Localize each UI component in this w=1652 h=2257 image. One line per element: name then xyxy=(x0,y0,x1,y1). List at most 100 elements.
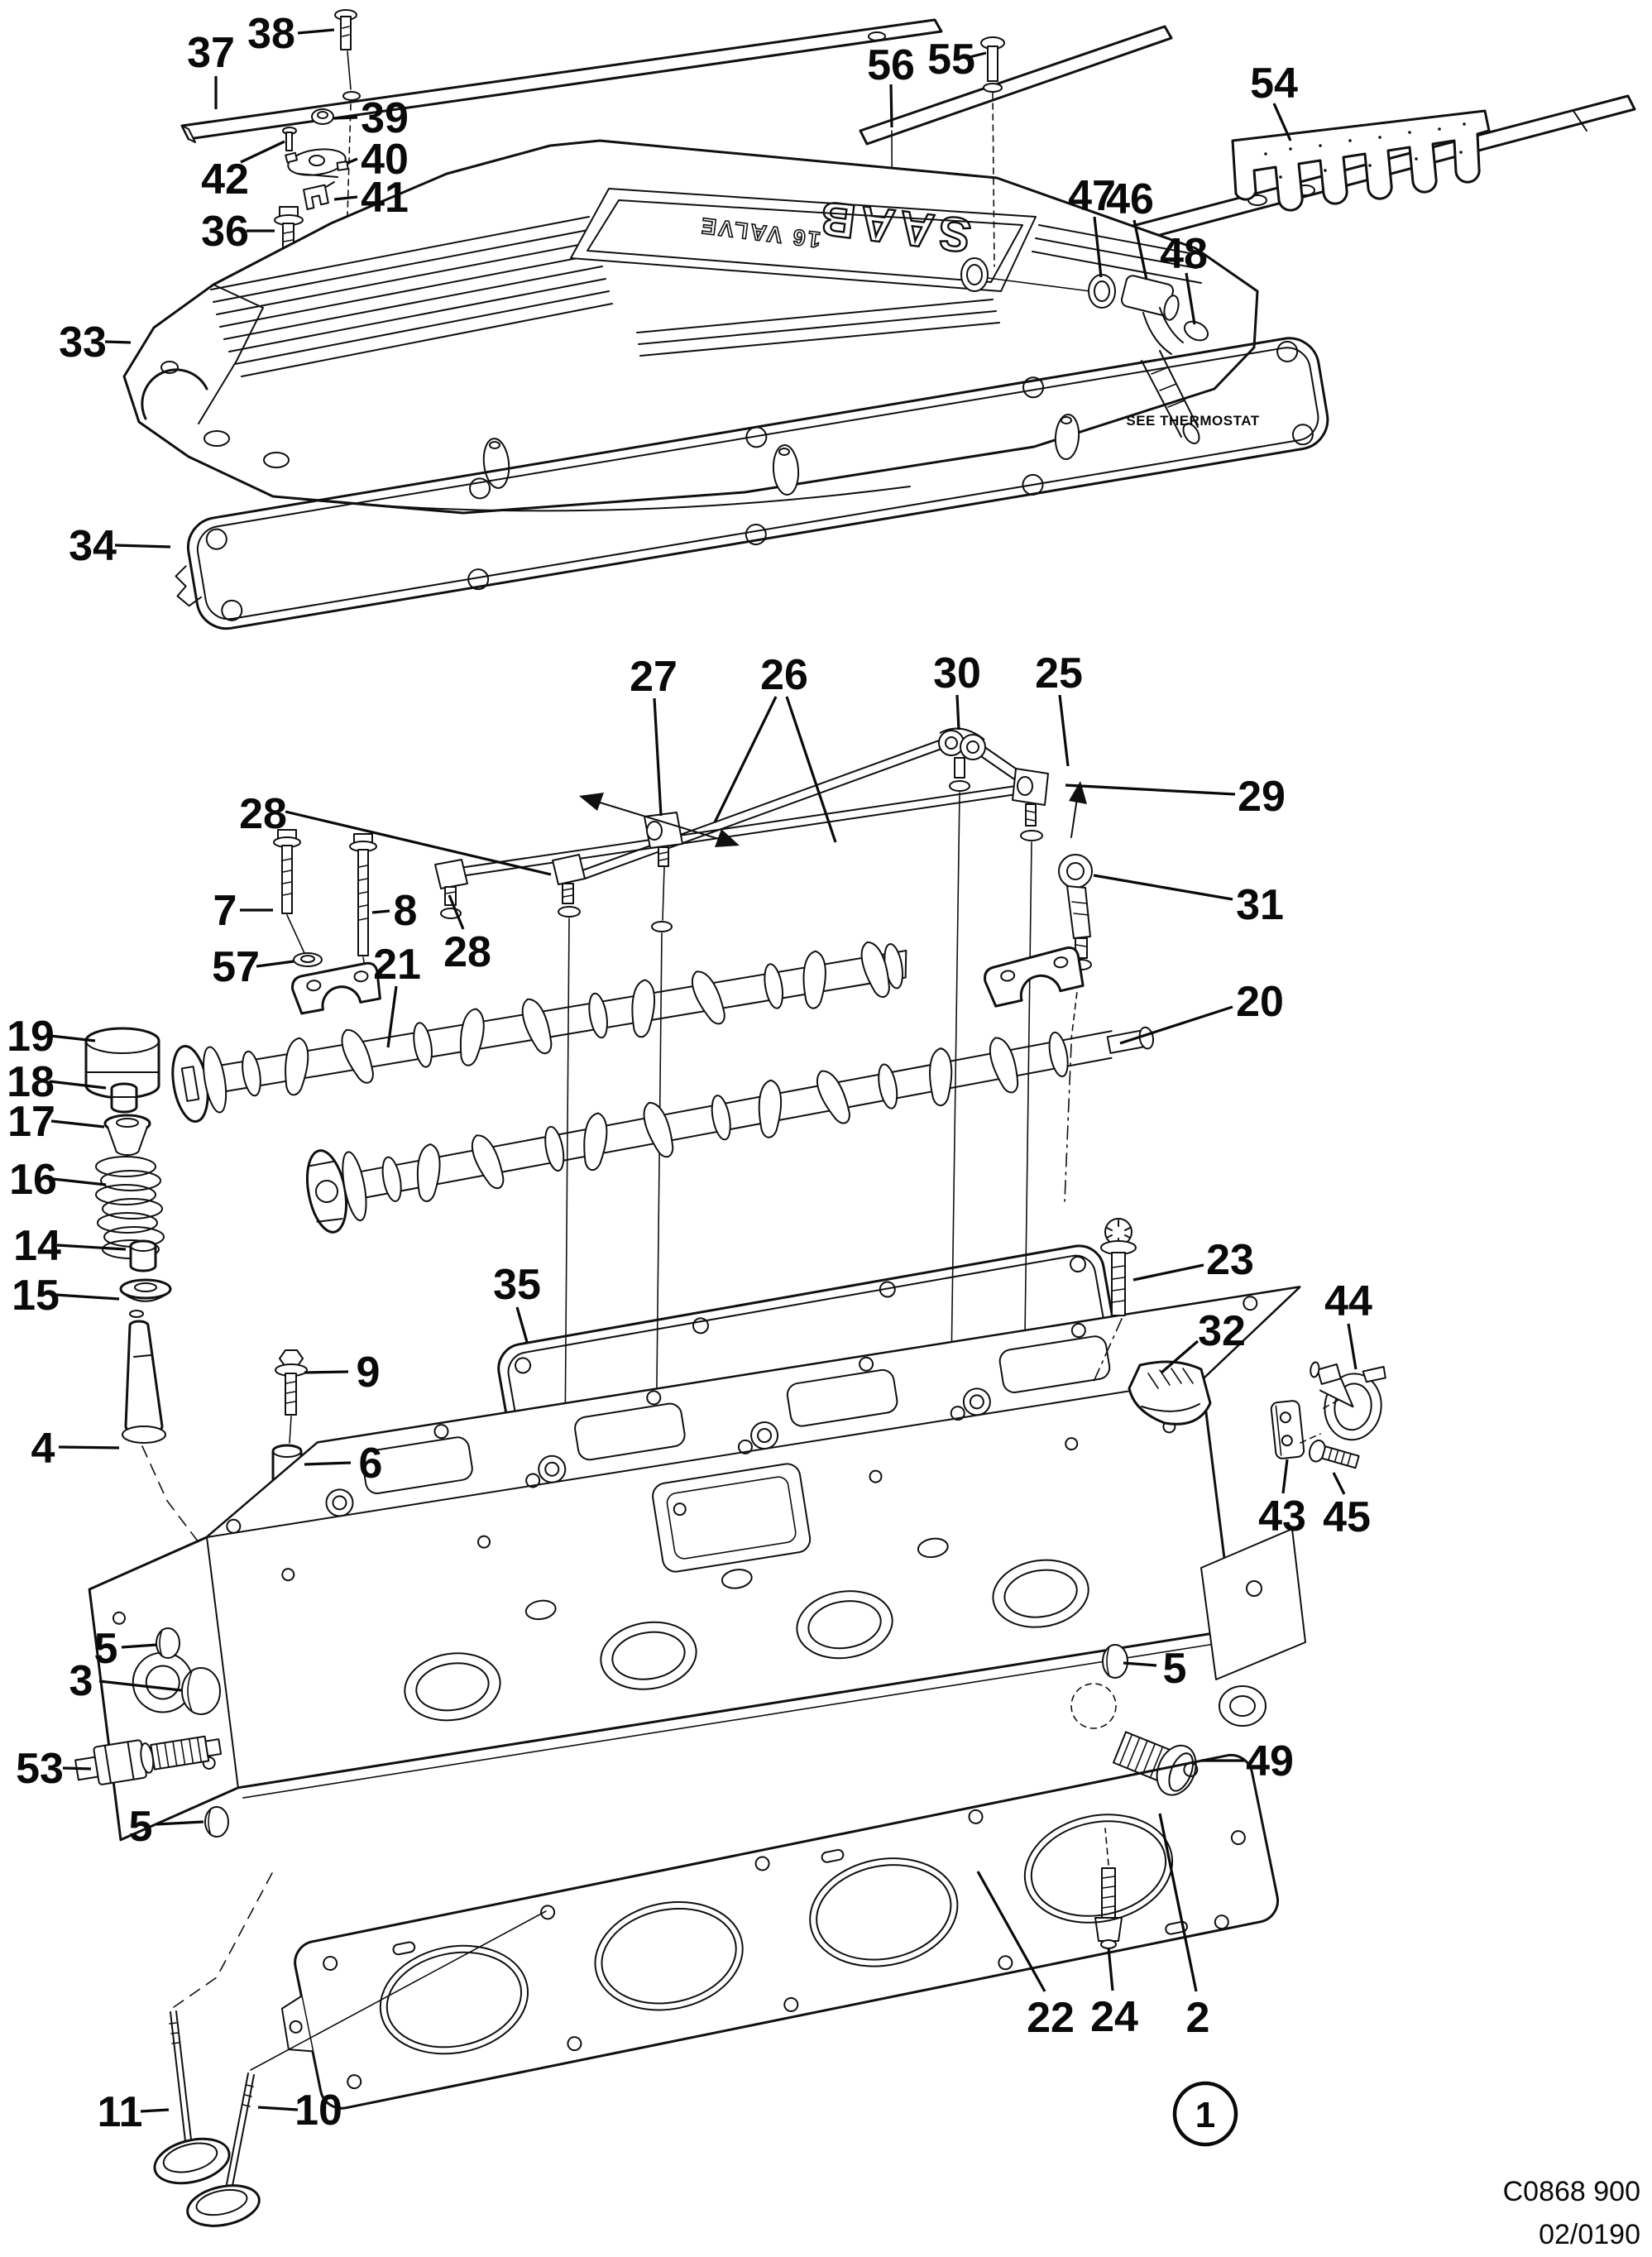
callout-17-leader xyxy=(50,1119,105,1128)
callout-11-number: 11 xyxy=(98,2088,143,2136)
thermostat-hose-drawing xyxy=(1141,350,1200,444)
callout-53: 53 xyxy=(16,1745,92,1793)
screw-42-drawing xyxy=(282,127,297,151)
callout-49: 49 xyxy=(1201,1737,1294,1785)
callout-27: 27 xyxy=(630,653,678,817)
bolt-8-drawing xyxy=(349,833,377,990)
bolt-9-drawing xyxy=(275,1349,308,1444)
callout-54-number: 54 xyxy=(1250,60,1298,108)
callout-28a-number: 28 xyxy=(239,790,287,838)
callout-36-number: 36 xyxy=(201,208,249,256)
callout-56-leader xyxy=(889,84,893,128)
callout-10: 10 xyxy=(257,2087,342,2135)
callout-45-leader xyxy=(1332,1472,1346,1495)
callout-19-leader xyxy=(50,1034,96,1042)
callout-42-leader xyxy=(240,140,285,164)
callout-45: 45 xyxy=(1323,1472,1371,1541)
callout-5c-number: 5 xyxy=(129,1803,153,1851)
callout-5a-number: 5 xyxy=(94,1625,118,1673)
callout-26-number: 26 xyxy=(760,651,808,699)
callout-11: 11 xyxy=(98,2088,170,2136)
callout-41-number: 41 xyxy=(361,174,409,222)
head-gasket-22-drawing xyxy=(280,1753,1280,2110)
callout-20-leader xyxy=(1119,1005,1233,1045)
nipple-46-drawing xyxy=(1120,275,1184,355)
callout-14-number: 14 xyxy=(13,1222,61,1270)
plug-5-right-drawing xyxy=(1102,1644,1128,1679)
sensor-53-drawing xyxy=(74,1735,223,1785)
callout-44-number: 44 xyxy=(1324,1277,1372,1325)
collet-18-drawing xyxy=(110,1082,138,1114)
callout-43-number: 43 xyxy=(1258,1493,1306,1541)
callout-2: 2 xyxy=(1158,1813,1209,2042)
callout-27-leader xyxy=(653,697,663,817)
callout-21-leader xyxy=(386,985,398,1048)
screw-45-drawing xyxy=(1309,1439,1360,1469)
plate-43-drawing xyxy=(1270,1400,1305,1459)
drawing-number: C0868 900 xyxy=(1503,2176,1640,2207)
callout-10-number: 10 xyxy=(294,2087,342,2135)
callout-29-number: 29 xyxy=(1238,773,1286,821)
callout-20: 20 xyxy=(1119,978,1284,1045)
callout-28b-number: 28 xyxy=(443,928,491,976)
callout-32: 32 xyxy=(1160,1307,1246,1374)
callout-41-leader xyxy=(333,195,358,201)
callout-37-number: 37 xyxy=(187,29,235,77)
callout-43-leader xyxy=(1281,1459,1289,1494)
callout-25: 25 xyxy=(1035,649,1083,767)
callout-7: 7 xyxy=(213,887,273,935)
callout-40: 40 xyxy=(347,136,409,184)
nut-39-drawing xyxy=(311,108,334,125)
banjo-fitting-28-lower-drawing xyxy=(434,859,468,919)
callout-44-leader xyxy=(1347,1323,1358,1370)
callout-23-number: 23 xyxy=(1206,1236,1254,1284)
callout-39-leader xyxy=(333,116,358,120)
callout-25-leader xyxy=(1058,694,1070,767)
callout-41: 41 xyxy=(333,174,409,222)
callout-15-leader xyxy=(55,1293,120,1301)
bolt-7-drawing xyxy=(273,829,305,954)
callout-11-leader xyxy=(140,2108,170,2113)
callout-38: 38 xyxy=(247,10,335,58)
callout-48-leader xyxy=(1185,272,1196,325)
callout-31: 31 xyxy=(1093,874,1284,929)
callout-49-number: 49 xyxy=(1246,1737,1294,1785)
callout-23-leader xyxy=(1132,1263,1204,1282)
callout-32-number: 32 xyxy=(1198,1307,1246,1355)
callout-26-leader xyxy=(785,696,837,843)
callout-31-number: 31 xyxy=(1236,881,1284,929)
plug-3-drawing xyxy=(181,1667,221,1715)
callout-40-number: 40 xyxy=(361,136,409,184)
callout-46: 46 xyxy=(1106,175,1154,280)
valve-spring-16-drawing xyxy=(95,1156,165,1259)
callout-3-number: 3 xyxy=(69,1657,93,1705)
callout-47-leader xyxy=(1093,216,1103,278)
banjo-fitting-27-drawing xyxy=(644,812,683,1459)
callout-32-leader xyxy=(1160,1339,1199,1374)
callout-22: 22 xyxy=(976,1871,1075,2042)
callout-57-number: 57 xyxy=(212,943,260,991)
valve-seal-4-drawing xyxy=(122,1310,199,1543)
callout-8-leader xyxy=(371,909,390,914)
callout-25-number: 25 xyxy=(1035,649,1083,697)
callout-5c: 5 xyxy=(129,1803,204,1851)
callout-23: 23 xyxy=(1132,1236,1254,1284)
callout-19: 19 xyxy=(7,1013,96,1061)
callout-31-leader xyxy=(1093,874,1233,901)
callout-2-leader xyxy=(1158,1813,1198,1992)
callout-36: 36 xyxy=(201,208,275,256)
callout-16-leader xyxy=(52,1177,107,1186)
callout-40-leader xyxy=(347,157,358,165)
callout-16-number: 16 xyxy=(9,1156,57,1204)
callout-38-number: 38 xyxy=(247,10,295,58)
callout-1: 1 xyxy=(1172,2081,1238,2147)
callout-8: 8 xyxy=(371,887,417,935)
callout-35: 35 xyxy=(493,1261,541,1343)
callout-5a: 5 xyxy=(94,1625,158,1673)
callout-28a: 28 xyxy=(239,790,552,876)
callout-30: 30 xyxy=(933,649,981,731)
callout-43: 43 xyxy=(1258,1459,1306,1541)
washer-57-drawing xyxy=(293,952,323,967)
see-thermostat-label: SEE THERMOSTAT xyxy=(1126,413,1259,429)
callout-26: 26 xyxy=(713,651,837,843)
